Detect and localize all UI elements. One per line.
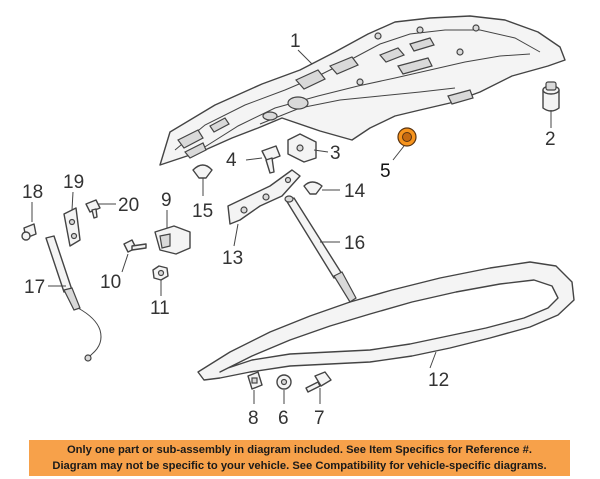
part-12-weatherstrip bbox=[197, 261, 575, 381]
leader-lines bbox=[31, 49, 552, 404]
callout-13: 13 bbox=[222, 248, 243, 269]
callout-19: 19 bbox=[63, 172, 84, 193]
part-7-bolt bbox=[305, 371, 332, 393]
part-10-bolt bbox=[123, 239, 147, 253]
callout-17: 17 bbox=[24, 277, 45, 298]
callout-7: 7 bbox=[314, 408, 325, 429]
part-3-clip bbox=[287, 133, 317, 163]
callout-20: 20 bbox=[118, 195, 139, 216]
callout-1: 1 bbox=[290, 31, 301, 52]
part-5-grommet bbox=[397, 127, 417, 147]
part-15-clip bbox=[192, 164, 213, 179]
callout-3: 3 bbox=[330, 143, 341, 164]
callout-9: 9 bbox=[161, 190, 172, 211]
disclaimer-banner: Only one part or sub-assembly in diagram… bbox=[29, 440, 570, 476]
part-9-latch bbox=[154, 225, 191, 255]
callout-16: 16 bbox=[344, 233, 365, 254]
part-18-ball-stud bbox=[21, 223, 37, 241]
part-8-nut bbox=[247, 371, 263, 390]
callout-12: 12 bbox=[428, 370, 449, 391]
part-13-hinge bbox=[227, 169, 301, 225]
callout-6: 6 bbox=[278, 408, 289, 429]
parts-diagram: 1 2 3 4 5 6 7 8 9 10 11 12 13 14 15 16 1… bbox=[21, 15, 575, 429]
part-2-bumper bbox=[542, 81, 560, 112]
part-17-lift-support bbox=[45, 235, 102, 362]
part-19-bracket bbox=[63, 207, 81, 247]
part-4-bolt bbox=[261, 145, 281, 174]
callout-8: 8 bbox=[248, 408, 259, 429]
grommet-inner bbox=[402, 132, 412, 142]
part-14-clip bbox=[303, 181, 323, 195]
part-16-strut bbox=[284, 195, 357, 303]
callout-5: 5 bbox=[380, 161, 391, 182]
callout-labels: 1 2 3 4 5 6 7 8 9 10 11 12 13 14 15 16 1… bbox=[22, 31, 556, 429]
callout-14: 14 bbox=[344, 181, 366, 202]
part-11-nut bbox=[152, 265, 169, 281]
callout-15: 15 bbox=[192, 201, 213, 222]
disclaimer-line-1: Only one part or sub-assembly in diagram… bbox=[66, 444, 533, 456]
part-6-washer bbox=[276, 374, 292, 390]
callout-11: 11 bbox=[150, 298, 170, 319]
callout-2: 2 bbox=[545, 129, 556, 150]
disclaimer-line-2: Diagram may not be specific to your vehi… bbox=[52, 460, 547, 472]
part-1-trunk-lid bbox=[159, 15, 566, 166]
callout-18: 18 bbox=[22, 182, 43, 203]
callout-4: 4 bbox=[226, 150, 237, 171]
callout-10: 10 bbox=[100, 272, 121, 293]
part-20-bolt bbox=[85, 199, 101, 219]
